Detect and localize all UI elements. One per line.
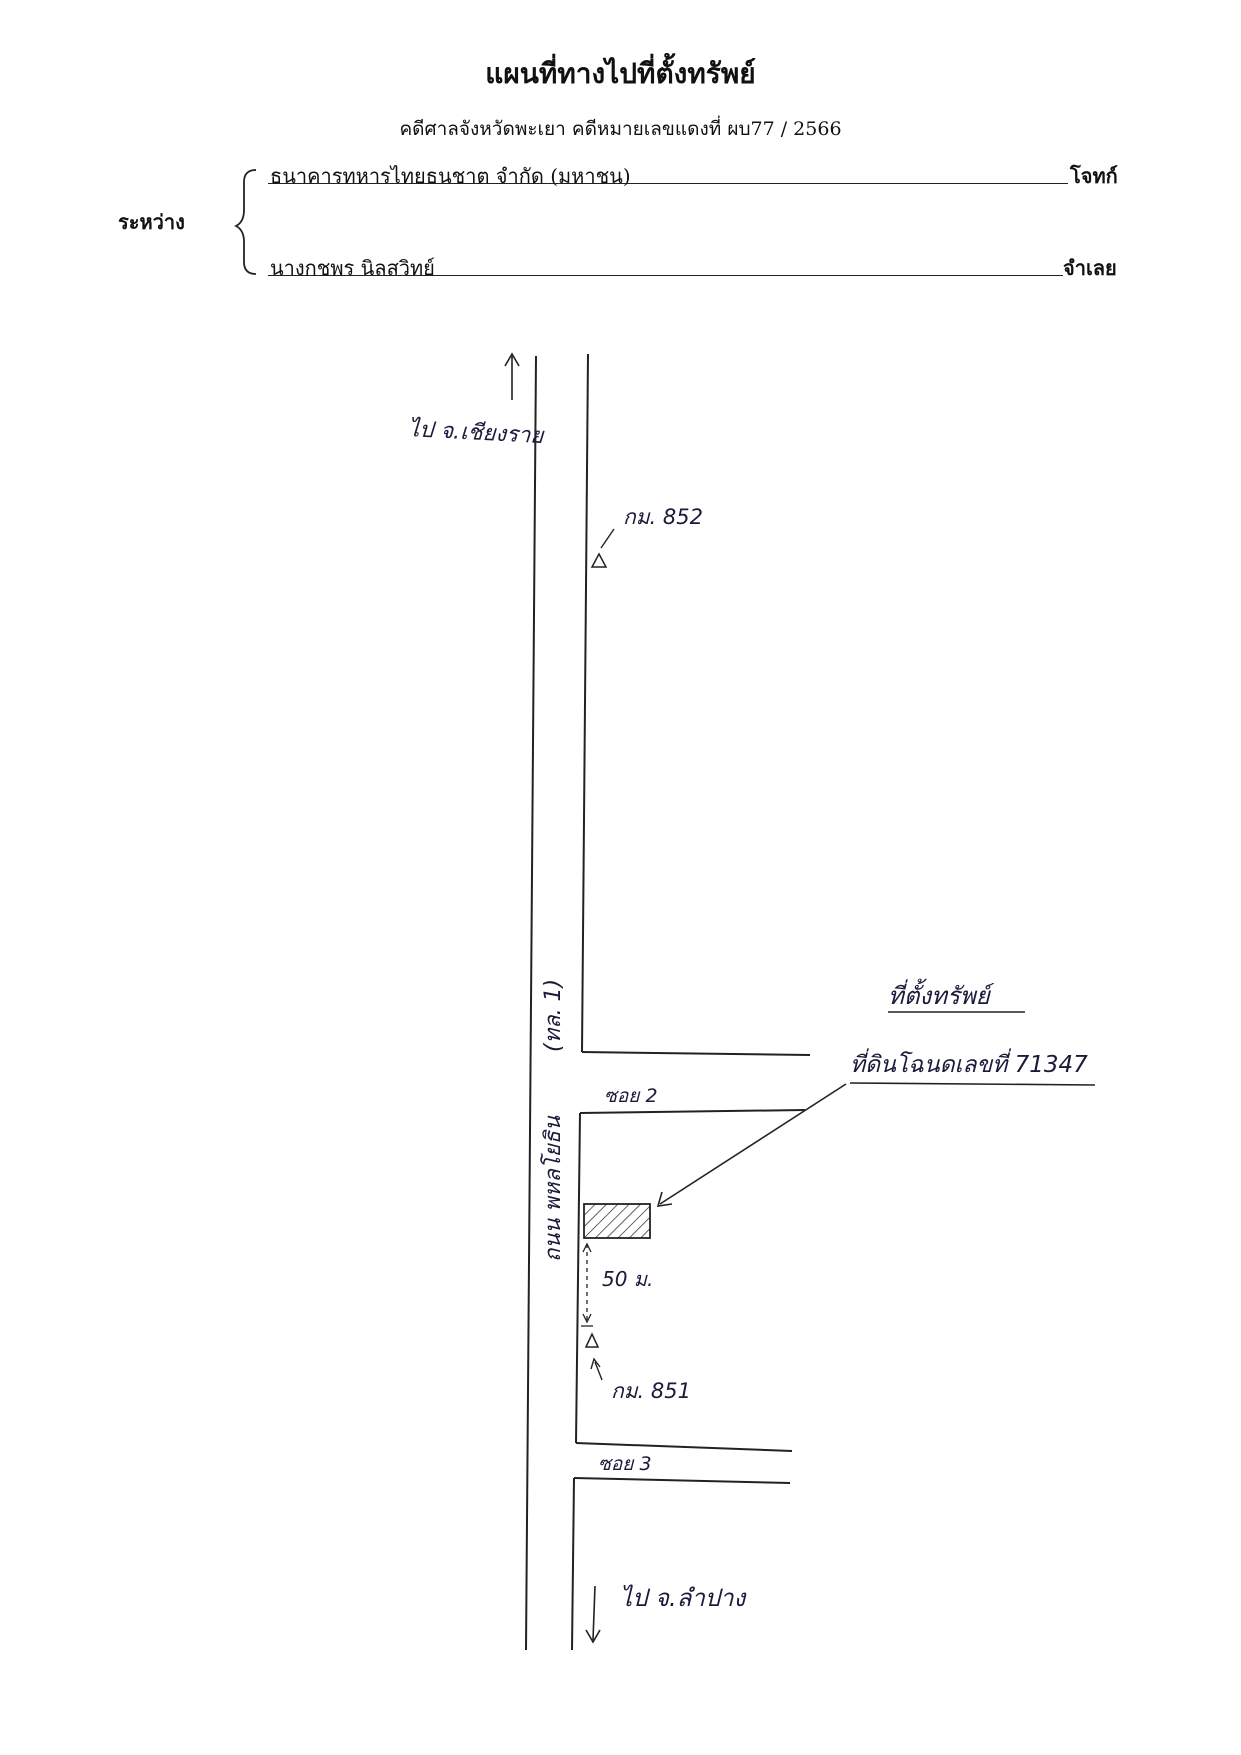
km-852-label: กม. 852	[623, 505, 703, 529]
north-direction-label: ไป จ.เชียงราย	[408, 416, 546, 449]
between-label: ระหว่าง	[118, 210, 185, 234]
main-road-east-edge-middle	[575, 1112, 581, 1444]
road-name-label: ถนน พหลโยธิน	[540, 1115, 566, 1262]
south-arrow-icon	[592, 1585, 596, 1641]
south-direction-label: ไป จ.ลำปาง	[620, 1584, 748, 1612]
km-852-pointer	[600, 528, 615, 549]
plaintiff-name: ธนาคารทหารไทยธนชาต จำกัด (มหาชน)	[270, 164, 631, 188]
soi-3-south-edge	[573, 1477, 791, 1484]
km-851-pointer	[594, 1361, 603, 1381]
main-road-east-edge-north	[581, 353, 589, 1053]
property-deed-underline	[849, 1082, 1096, 1086]
road-code-label: (ทล. 1)	[541, 979, 566, 1052]
defendant-name: นางกชพร นิลสวิทย์	[270, 256, 435, 280]
km-852-marker-icon	[590, 552, 608, 568]
soi-3-north-edge	[575, 1442, 793, 1452]
plaintiff-role: โจทก์	[1070, 164, 1118, 188]
case-number-line: คดีศาลจังหวัดพะเยา คดีหมายเลขแดงที่ ผบ77…	[399, 118, 842, 140]
page-title: แผนที่ทางไปที่ตั้งทรัพย์	[485, 57, 756, 90]
distance-label: 50 ม.	[602, 1267, 653, 1291]
soi-3-label: ซอย 3	[598, 1453, 652, 1475]
soi-2-label: ซอย 2	[604, 1085, 658, 1107]
main-road-west-edge	[525, 355, 537, 1651]
property-pointer-arrow	[659, 1083, 847, 1205]
km-851-marker-icon	[584, 1332, 600, 1348]
km-851-label: กม. 851	[611, 1379, 691, 1403]
plaintiff-underline	[268, 183, 1068, 184]
property-plot	[583, 1203, 651, 1239]
main-road-east-edge-south	[571, 1477, 575, 1651]
property-deed-label: ที่ดินโฉนดเลขที่ 71347	[850, 1048, 1088, 1078]
defendant-underline	[268, 275, 1063, 276]
property-title: ที่ตั้งทรัพย์	[888, 978, 995, 1010]
defendant-role: จำเลย	[1063, 256, 1117, 280]
soi-2-north-edge	[581, 1051, 811, 1056]
party-brace	[233, 169, 257, 275]
soi-2-south-edge	[579, 1109, 806, 1114]
